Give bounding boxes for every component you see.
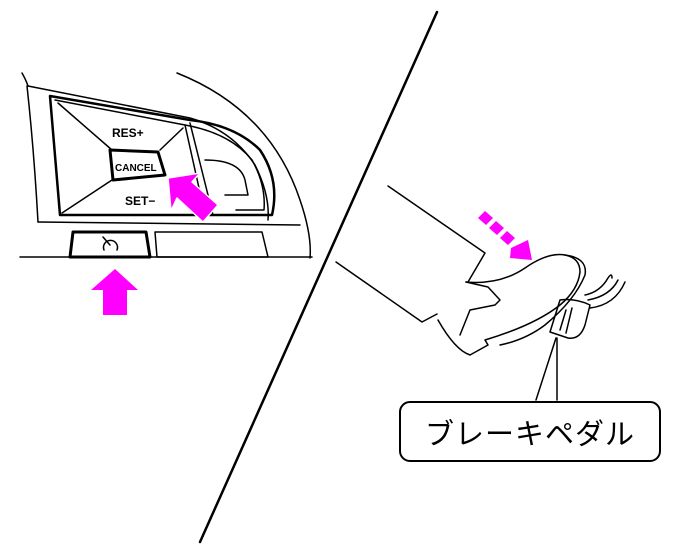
secondary-button[interactable]: [154, 231, 269, 258]
trouser-leg: [335, 185, 486, 323]
brake-pedal-label: ブレーキペダル: [399, 401, 661, 462]
cancel-label: CANCEL: [115, 163, 157, 174]
res-label: RES+: [112, 126, 144, 140]
divider-line: [198, 10, 439, 544]
shoe: [437, 253, 587, 356]
set-label: SET−: [125, 194, 155, 208]
press-arrow-diagonal: [167, 172, 219, 223]
cancel-button-outline[interactable]: [108, 148, 167, 182]
brake-pedal: [535, 274, 626, 401]
press-arrow-up: [91, 269, 138, 315]
cruise-main-button[interactable]: [68, 230, 152, 259]
speedometer-icon: [102, 236, 119, 251]
press-arrow-dashed: [478, 211, 532, 260]
steering-switch-housing: [19, 72, 313, 259]
